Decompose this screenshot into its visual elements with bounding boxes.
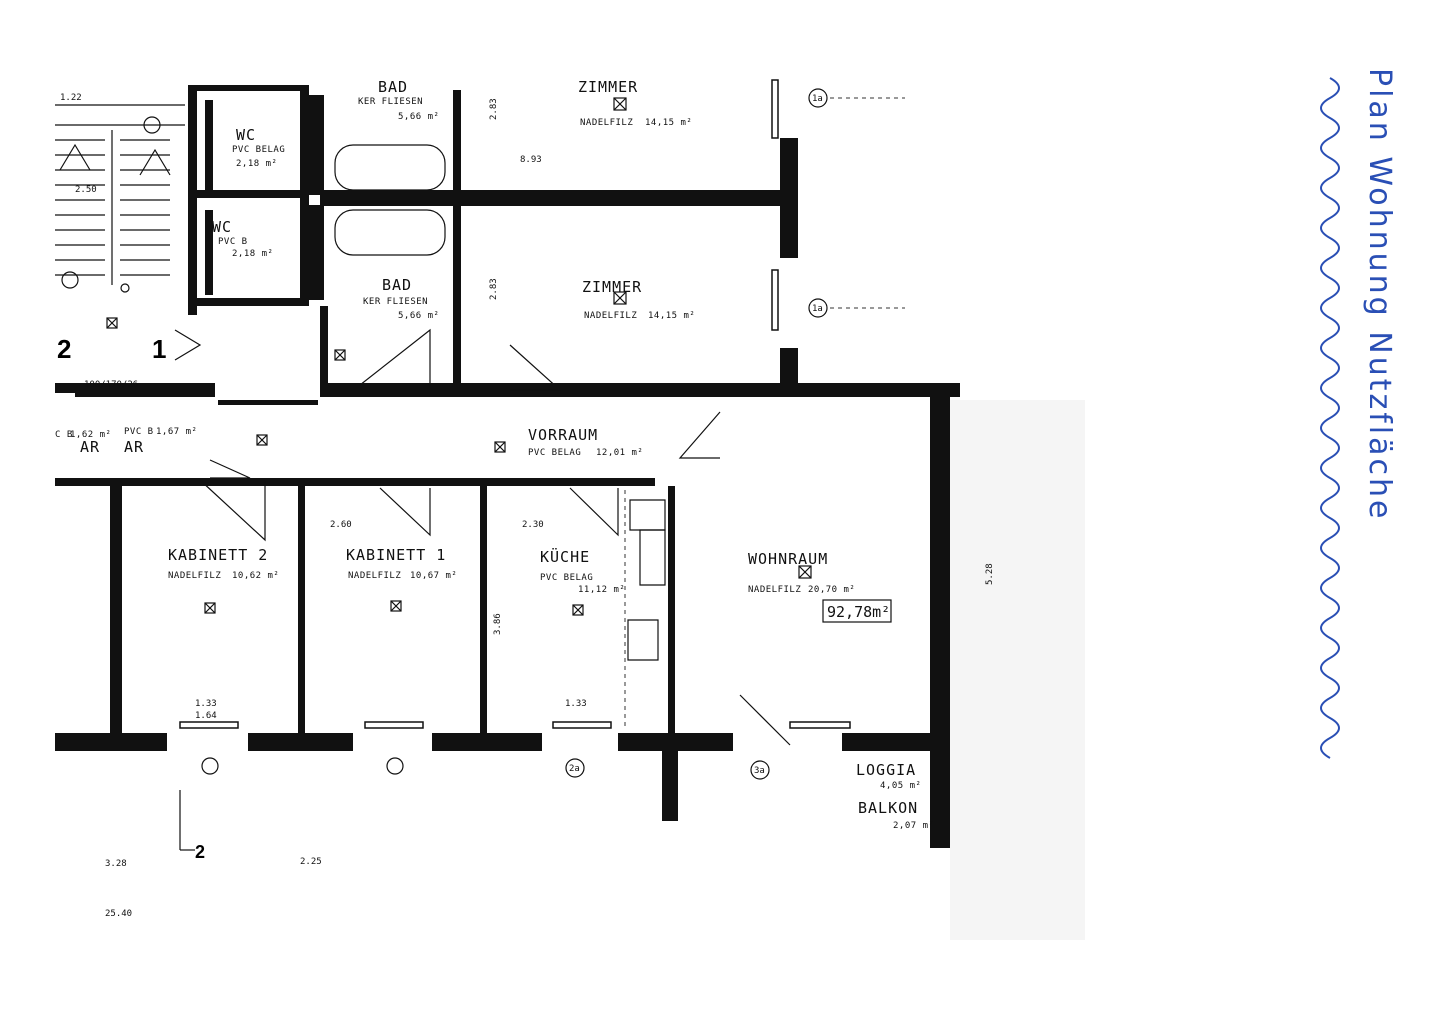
ar-right-area: 1,67 m²	[156, 427, 197, 437]
wc-top-floor: PVC BELAG	[232, 145, 285, 155]
axis-label-4: 3a	[754, 766, 765, 776]
bad-top-name: BAD	[378, 78, 408, 96]
section-mark-inner: 1	[152, 334, 166, 364]
room-labels: BAD KER FLIESEN 5,66 m² ZIMMER NADELFILZ…	[55, 78, 934, 831]
section-marks: 2 1 2	[57, 334, 205, 862]
kueche-floor: PVC BELAG	[540, 573, 593, 583]
dim-door-a: 2.60	[330, 520, 352, 530]
total-area: 92,78m²	[827, 603, 890, 621]
balkon-name: BALKON	[858, 799, 918, 817]
bad-top-floor: KER FLIESEN	[358, 97, 423, 107]
light-fixture-icons	[106, 97, 812, 616]
stair-dim-a: 1.22	[60, 93, 82, 103]
bad-top-area: 5,66 m²	[398, 112, 439, 122]
bad-bottom-floor: KER FLIESEN	[363, 297, 428, 307]
total-area-box	[822, 599, 892, 623]
kabinett1-area: 10,67 m²	[410, 571, 457, 581]
wc-bottom-area: 2,18 m²	[232, 249, 273, 259]
dim-door-b: 2.30	[522, 520, 544, 530]
loggia-area: 4,05 m²	[880, 781, 921, 791]
stair-dim-b: 2.50	[75, 185, 97, 195]
kueche-name: KÜCHE	[540, 547, 590, 566]
kabinett1-floor: NADELFILZ	[348, 571, 401, 581]
dim-bottom-b: 2.25	[300, 857, 322, 867]
dim-wohnraum-height: 5.28	[985, 563, 995, 585]
handwritten-note-text: Plan Wohnung Nutzfläche	[1362, 68, 1397, 521]
vorraum-area: 12,01 m²	[596, 448, 643, 458]
kabinett2-area: 10,62 m²	[232, 571, 279, 581]
bad-bottom-area: 5,66 m²	[398, 311, 439, 321]
kabinett2-floor: NADELFILZ	[168, 571, 221, 581]
axis-label-2: 1a	[812, 304, 823, 314]
zimmer-bottom-name: ZIMMER	[582, 278, 642, 296]
wc-top-name: WC	[236, 126, 256, 144]
dim-entrance: 100/170/26	[84, 380, 138, 390]
zimmer-top-floor: NADELFILZ	[580, 118, 633, 128]
zimmer-top-name: ZIMMER	[578, 78, 638, 96]
dim-bottom-a: 3.28	[105, 859, 127, 869]
ar-left-area: 1,62 m²	[70, 430, 111, 440]
wc-bottom-name: WC	[212, 218, 232, 236]
wc-bottom-floor: PVC B	[218, 237, 248, 247]
ar-right-floor: PVC B	[124, 427, 154, 437]
axis-label-1: 1a	[812, 94, 823, 104]
kabinett2-name: KABINETT 2	[168, 546, 268, 564]
vorraum-name: VORRAUM	[528, 426, 598, 444]
dim-window-c: 1.33	[565, 699, 587, 709]
wohnraum-area: 20,70 m²	[808, 585, 855, 595]
wohnraum-name: WOHNRAUM	[748, 550, 828, 568]
ar-left-floor: C B	[55, 430, 73, 440]
dim-room-height-b: 2.83	[489, 278, 499, 300]
dimension-texts: 8.93 2.83 2.83 3.86 5.28 1.33 1.64 1.33 …	[84, 98, 995, 919]
ar-right-name: AR	[124, 438, 144, 456]
section-mark-bottom: 2	[195, 842, 205, 862]
dim-window-b: 1.64	[195, 711, 217, 721]
dim-room-height-a: 2.83	[489, 98, 499, 120]
axis-label-3: 2a	[569, 764, 580, 774]
handwritten-scribble	[1320, 77, 1340, 759]
scan-shadow	[950, 400, 1085, 940]
balkon-area: 2,07 m²	[893, 821, 934, 831]
zimmer-top-area: 14,15 m²	[645, 118, 692, 128]
wohnraum-floor: NADELFILZ	[748, 585, 801, 595]
dim-zimmer-width: 8.93	[520, 155, 542, 165]
door-swings	[174, 328, 791, 746]
kueche-area: 11,12 m²	[578, 585, 625, 595]
ar-left-name: AR	[80, 438, 100, 456]
bad-bottom-name: BAD	[382, 276, 412, 294]
dim-window-a: 1.33	[195, 699, 217, 709]
staircase: 1.22 2.50	[55, 93, 185, 293]
wc-top-area: 2,18 m²	[236, 159, 277, 169]
zimmer-bottom-area: 14,15 m²	[648, 311, 695, 321]
axis-markers: 1a 1a 2a 3a	[201, 88, 905, 780]
handwritten-note: Plan Wohnung Nutzfläche	[1320, 68, 1397, 759]
loggia-name: LOGGIA	[856, 761, 916, 779]
bathtubs	[334, 144, 446, 256]
walls	[55, 79, 960, 848]
zimmer-bottom-floor: NADELFILZ	[584, 311, 637, 321]
section-mark-left: 2	[57, 334, 71, 364]
dim-kueche-height: 3.86	[493, 613, 503, 635]
vorraum-floor: PVC BELAG	[528, 448, 581, 458]
kabinett1-name: KABINETT 1	[346, 546, 446, 564]
dim-bottom-c: 25.40	[105, 909, 132, 919]
